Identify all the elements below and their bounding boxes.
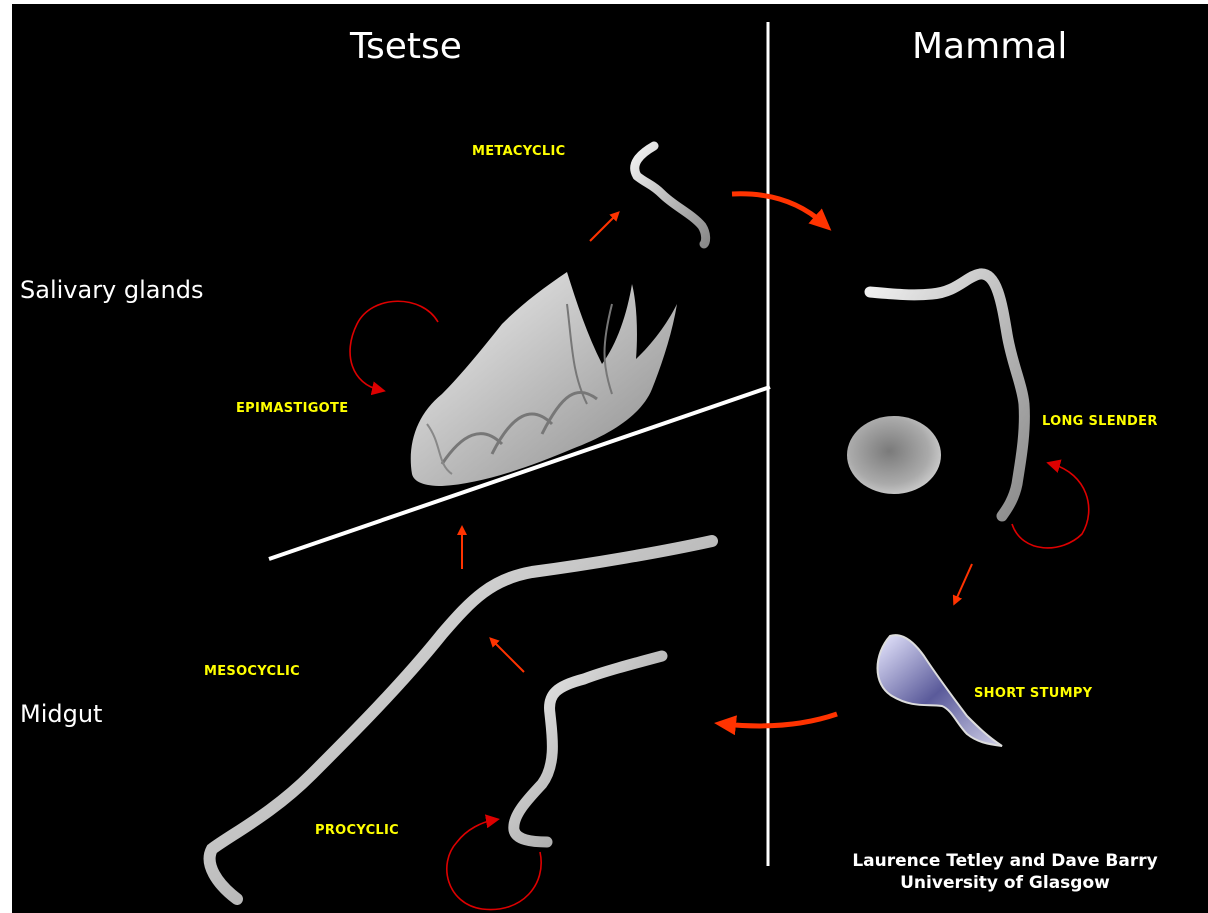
metacyclic-label: METACYCLIC <box>472 144 565 159</box>
tsetse-title: Tsetse <box>350 26 462 67</box>
credit-institution: University of Glasgow <box>850 872 1160 894</box>
short-stumpy-label: SHORT STUMPY <box>974 686 1092 701</box>
credit-authors: Laurence Tetley and Dave Barry <box>850 850 1160 872</box>
diagram-graphics <box>12 4 1208 913</box>
epimastigote-cycle-arrow <box>350 301 438 390</box>
procyclic-label: PROCYCLIC <box>315 823 399 838</box>
arrow-metacyclic-to-mammal <box>732 194 824 224</box>
epimastigote-label: EPIMASTIGOTE <box>236 401 348 416</box>
mesocyclic-cell <box>210 541 712 899</box>
procyclic-cell <box>514 656 662 842</box>
arrow-long-slender-to-short-stumpy <box>955 564 972 602</box>
image-credit: Laurence Tetley and Dave Barry Universit… <box>850 850 1160 894</box>
procyclic-cycle-arrow <box>447 820 541 910</box>
arrow-short-stumpy-to-tsetse <box>724 714 837 726</box>
mammal-title: Mammal <box>912 26 1067 67</box>
mesocyclic-label: MESOCYCLIC <box>204 664 300 679</box>
epimastigote-cluster <box>411 272 677 486</box>
arrow-procyclic-to-mesocyclic <box>492 640 524 672</box>
life-cycle-diagram: Tsetse Mammal Salivary glands Midgut MET… <box>12 4 1208 913</box>
arrow-epimastigote-to-metacyclic <box>590 214 617 241</box>
long-slender-label: LONG SLENDER <box>1042 414 1158 429</box>
red-blood-cell <box>847 416 941 494</box>
salivary-glands-label: Salivary glands <box>20 276 203 304</box>
metacyclic-cell <box>635 146 706 244</box>
midgut-label: Midgut <box>20 700 102 728</box>
